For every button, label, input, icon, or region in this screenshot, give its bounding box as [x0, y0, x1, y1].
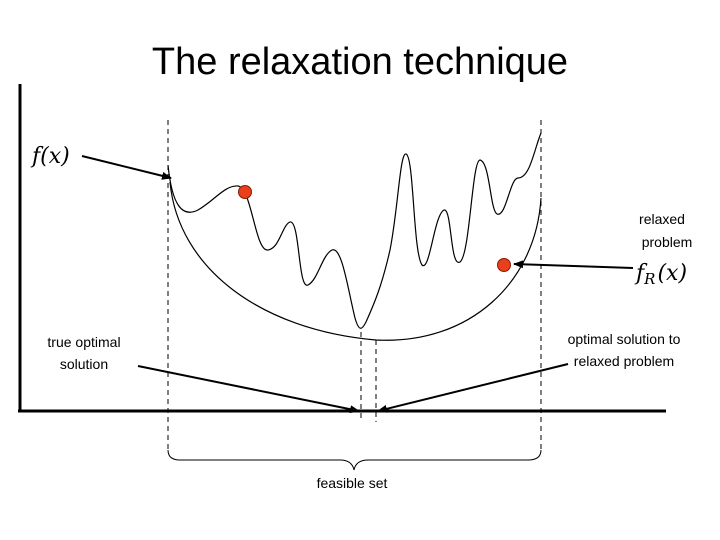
- feasible-set-label: feasible set: [317, 475, 388, 491]
- relaxed-function-label-sub: R: [643, 270, 655, 288]
- relaxed-optimal-arrow: [377, 363, 569, 413]
- relaxed-optimal-caption-line1: optimal solution to: [568, 331, 681, 347]
- relaxed-function-curve: [169, 181, 542, 341]
- slide-title: The relaxation technique: [152, 41, 568, 83]
- objective-function-label: f(x): [30, 144, 70, 169]
- relaxed-problem-caption-line2: problem: [642, 234, 693, 250]
- relaxed-optimal-caption-line2: relaxed problem: [574, 353, 674, 369]
- objective-function-arrow: [81, 155, 172, 180]
- local-optimum-point: [238, 185, 252, 199]
- true-optimal-caption-line2: solution: [60, 356, 108, 372]
- relaxed-function-arrow: [513, 260, 634, 269]
- relaxed-function-label-arg: (x): [657, 261, 687, 286]
- feasible-set-brace: [167, 449, 542, 471]
- relaxed-function-label: fR(x): [634, 261, 687, 288]
- relaxed-function-point: [497, 258, 511, 272]
- objective-function-curve: [167, 132, 542, 329]
- relaxed-problem-caption-line1: relaxed: [639, 211, 685, 227]
- true-optimal-caption-line1: true optimal: [47, 334, 120, 350]
- true-optimal-arrow: [137, 365, 360, 414]
